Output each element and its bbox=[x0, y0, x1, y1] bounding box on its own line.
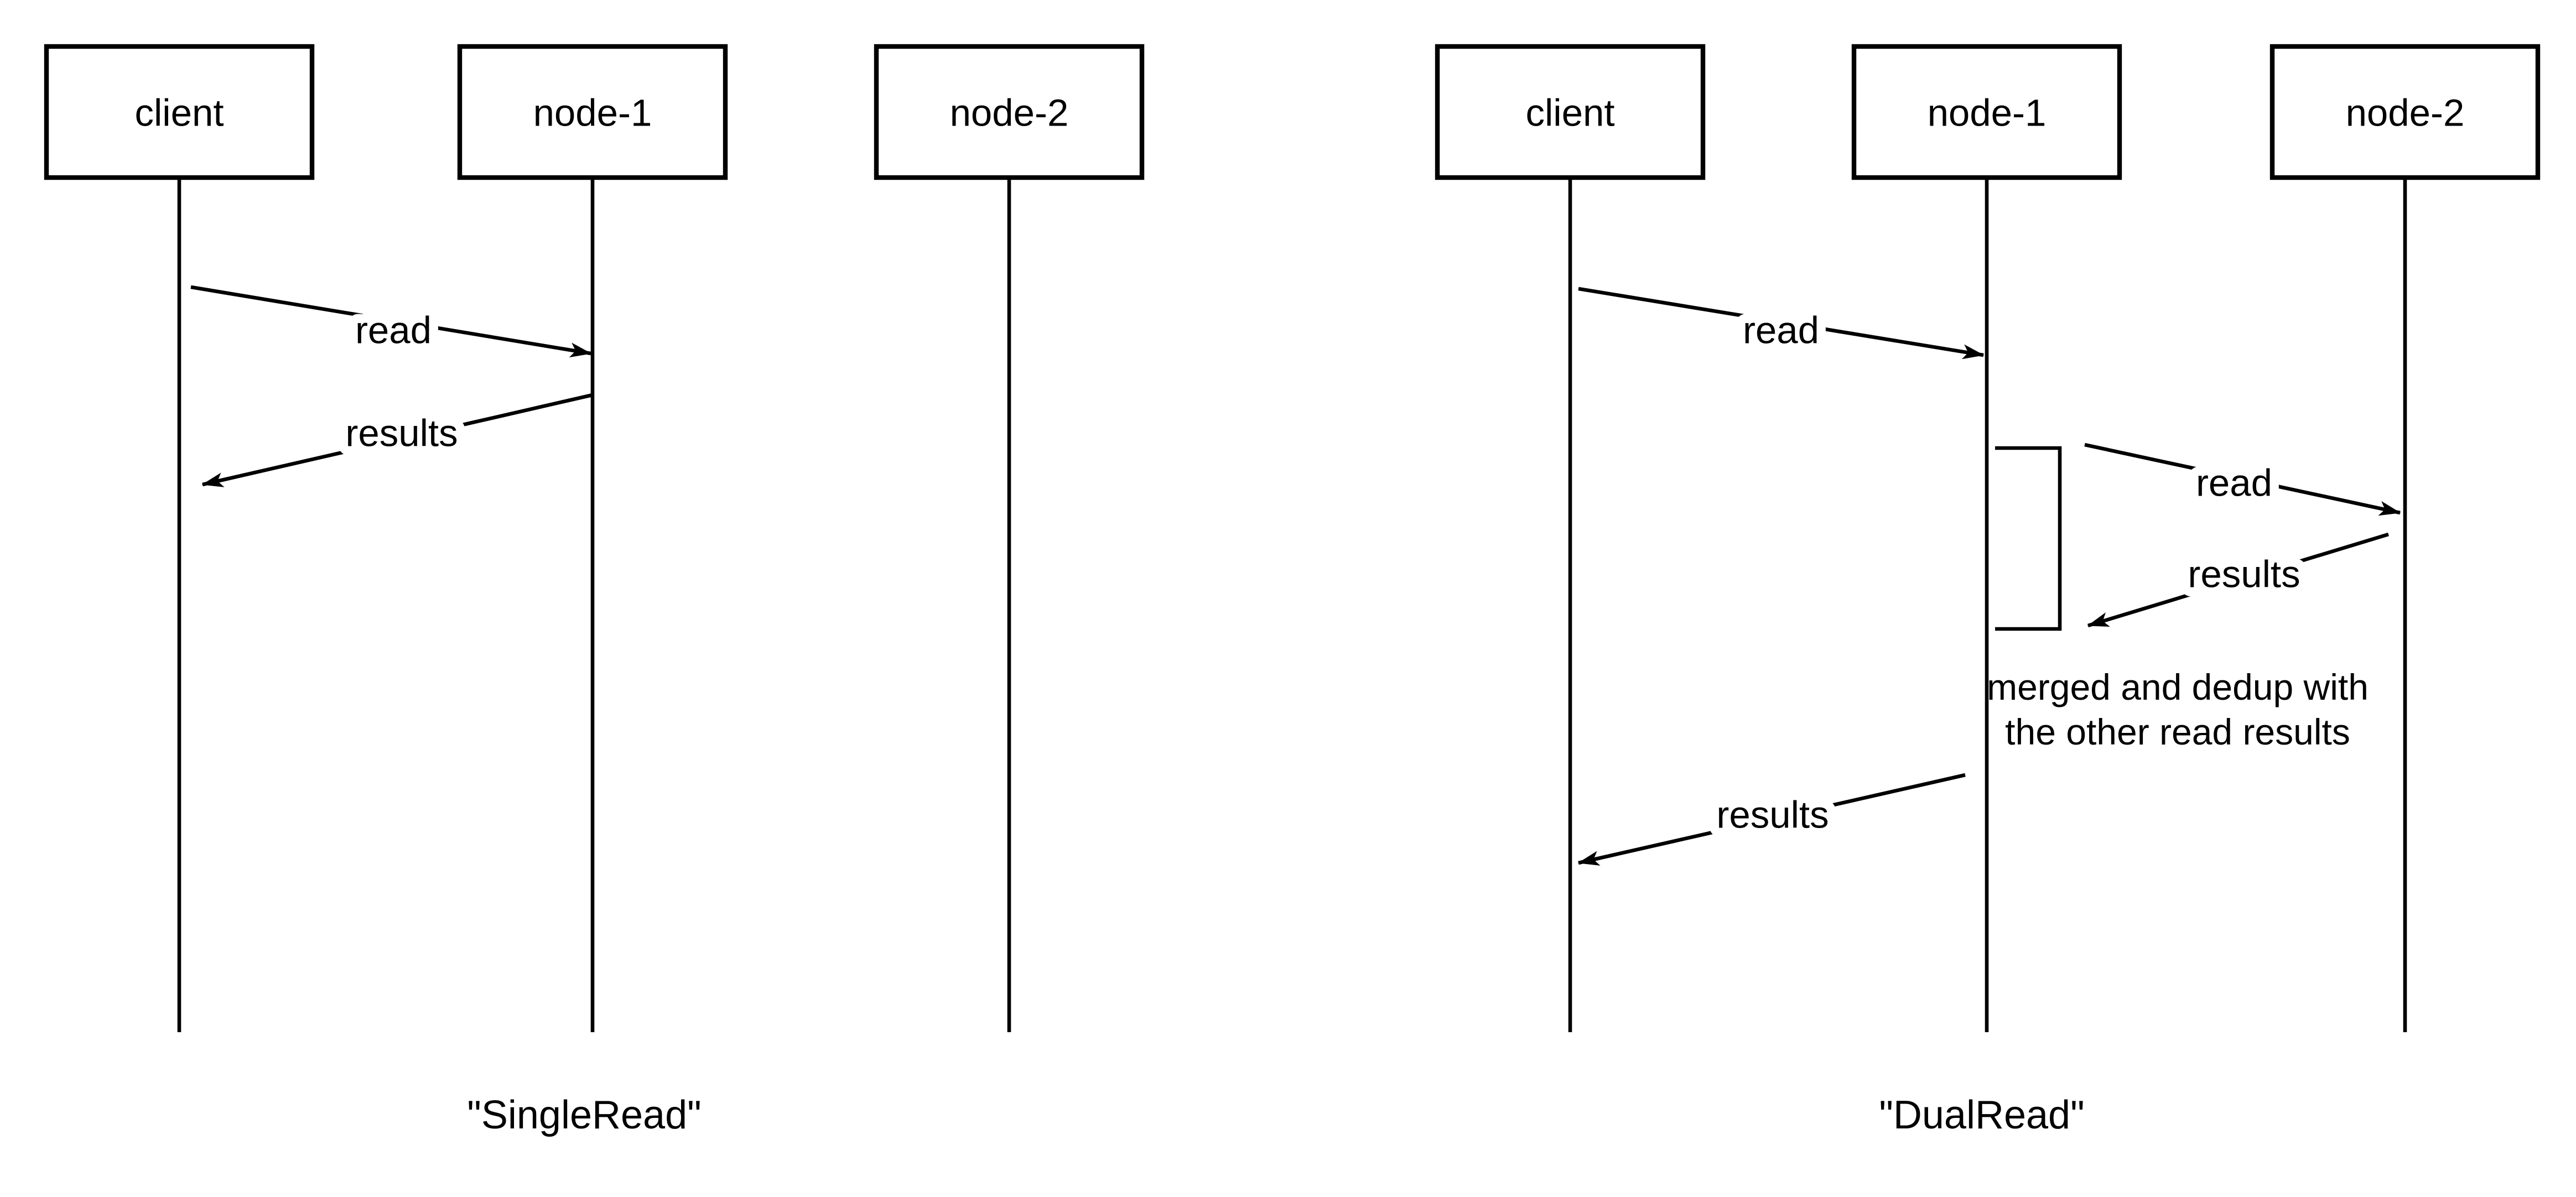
message-label-read-client-node1-halo: read bbox=[1743, 309, 1819, 352]
diagram-single-read: read read results results client node-1 … bbox=[44, 44, 1145, 1137]
message-label-results-node1-client: results bbox=[1716, 794, 1829, 836]
note-merged-dedup-line1: merged and dedup with bbox=[1987, 667, 2369, 707]
message-label-read-left: read bbox=[355, 309, 432, 352]
actor-box-node2-right bbox=[2269, 44, 2541, 180]
actor-label-node2-left: node-2 bbox=[950, 92, 1069, 134]
actor-label-node1-right: node-1 bbox=[1928, 92, 2047, 134]
message-arrow-read-left bbox=[190, 285, 592, 358]
activation-bracket-node1 bbox=[1995, 446, 2062, 631]
message-arrow-results-node2-node1 bbox=[2087, 532, 2389, 628]
actor-box-node1-left bbox=[457, 44, 728, 180]
diagram-dual-read: read read read read results results resu… bbox=[1435, 44, 2541, 1137]
actor-box-node2-left bbox=[874, 44, 1145, 180]
caption-single-read: "SingleRead" bbox=[467, 1093, 701, 1137]
actor-box-node1-right bbox=[1851, 44, 2122, 180]
message-label-read-node1-node2: read bbox=[2196, 462, 2272, 504]
message-label-results-left: results bbox=[345, 412, 458, 455]
message-label-read-node1-node2-halo: read bbox=[2196, 462, 2272, 504]
message-arrow-read-node1-node2 bbox=[2084, 443, 2401, 516]
caption-dual-read: "DualRead" bbox=[1879, 1093, 2084, 1137]
message-arrow-results-left bbox=[201, 393, 593, 487]
actor-box-client-left bbox=[44, 44, 315, 180]
actor-box-client-right bbox=[1435, 44, 1706, 180]
message-label-read-left-halo: read bbox=[355, 309, 432, 352]
message-label-results-node1-client-halo: results bbox=[1716, 794, 1829, 836]
message-arrow-read-client-node1 bbox=[1578, 287, 1985, 360]
message-label-results-left-halo: results bbox=[345, 412, 458, 455]
actor-label-node2-right: node-2 bbox=[2346, 92, 2465, 134]
message-label-results-node2-node1-halo: results bbox=[2188, 553, 2300, 596]
actor-label-node1-left: node-1 bbox=[533, 92, 652, 134]
message-arrow-results-node1-client bbox=[1577, 773, 1966, 866]
message-label-read-client-node1: read bbox=[1743, 309, 1819, 352]
message-label-results-node2-node1: results bbox=[2188, 553, 2300, 596]
actor-label-client-left: client bbox=[134, 92, 224, 134]
note-merged-dedup-line2: the other read results bbox=[2005, 711, 2350, 752]
actor-label-client-right: client bbox=[1525, 92, 1614, 134]
